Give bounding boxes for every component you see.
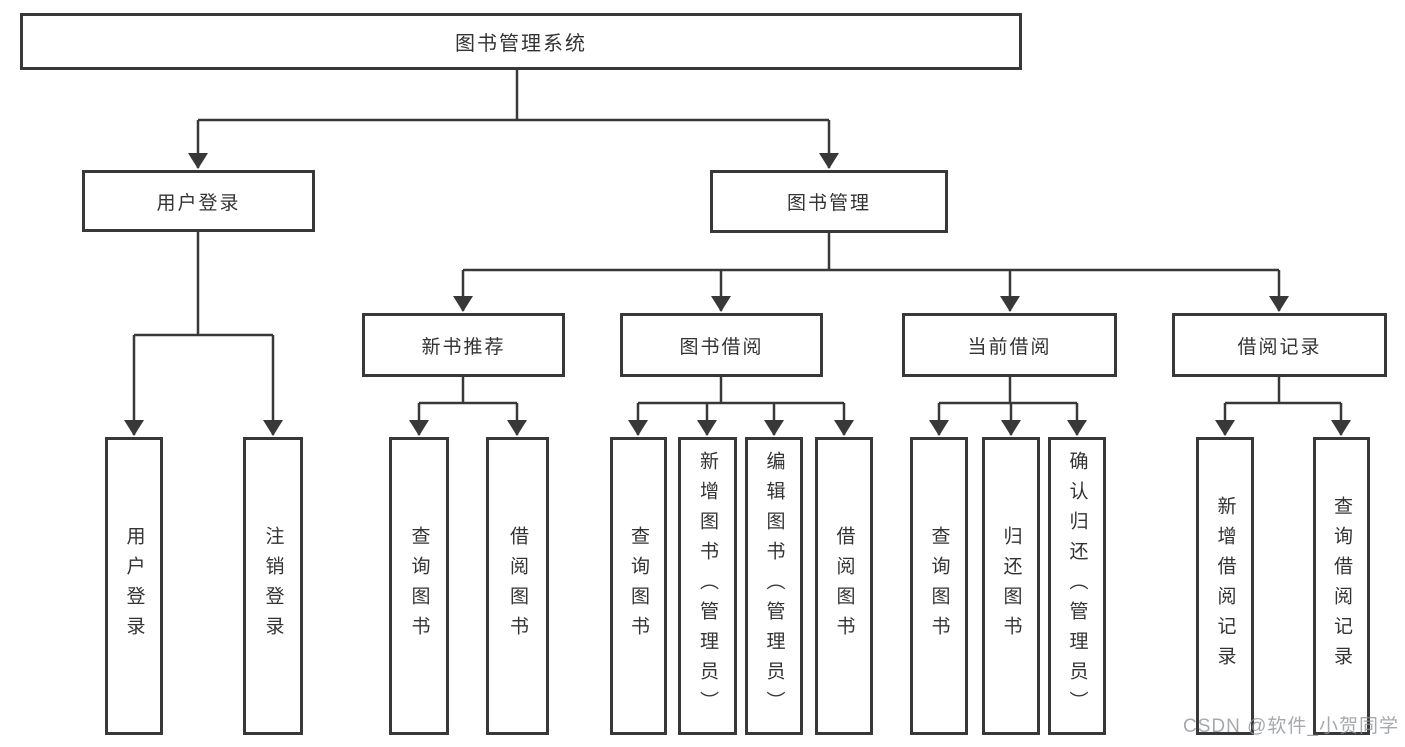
node-leaf-borrow-books: 借阅图书 [815,437,873,735]
node-leaf-borrow-books-recommend: 借阅图书 [486,437,549,735]
leaf-label: 注销登录 [262,526,284,646]
leaf-label: 用户登录 [123,526,145,646]
leaf-label: 查询图书 [408,526,430,646]
leaf-label: 归还图书 [1000,526,1022,646]
leaf-label: 新增图书（管理员） [697,451,718,721]
leaf-label: 查询借阅记录 [1331,496,1352,676]
node-leaf-confirm-return-admin: 确认归还（管理员） [1048,437,1106,735]
connector-root-to-level2 [188,70,839,169]
node-leaf-query-borrow-record: 查询借阅记录 [1313,437,1370,735]
leaf-label: 借阅图书 [833,526,855,646]
node-new-book-recommend: 新书推荐 [362,313,565,377]
leaf-label: 编辑图书（管理员） [763,451,785,721]
node-library-management-system: 图书管理系统 [20,13,1022,70]
node-leaf-logout: 注销登录 [243,437,303,735]
node-leaf-return-books: 归还图书 [982,437,1040,735]
connector-user-login-to-leaves [124,232,283,436]
node-leaf-edit-books-admin: 编辑图书（管理员） [745,437,803,735]
node-book-borrowing: 图书借阅 [620,313,823,377]
node-borrow-records: 借阅记录 [1172,313,1387,377]
connector-borrow-records-to-leaves [1215,377,1351,436]
node-leaf-query-books-current: 查询图书 [910,437,968,735]
node-leaf-add-borrow-record: 新增借阅记录 [1196,437,1254,735]
node-book-management: 图书管理 [710,170,948,233]
node-user-login: 用户登录 [82,170,315,232]
connector-book-borrowing-to-leaves [628,377,854,436]
leaf-label: 查询图书 [928,526,950,646]
leaf-label: 新增借阅记录 [1214,496,1236,676]
node-current-borrowing: 当前借阅 [902,313,1117,377]
node-leaf-add-books-admin: 新增图书（管理员） [678,437,737,735]
leaf-label: 查询图书 [628,526,649,646]
connector-new-book-recommend-to-leaves [409,377,527,436]
node-leaf-user-login: 用户登录 [105,437,163,735]
csdn-watermark: CSDN @软件_小贺同学 [1183,716,1399,737]
leaf-label: 确认归还（管理员） [1066,451,1088,721]
leaf-label: 借阅图书 [507,526,528,646]
node-leaf-query-books-recommend: 查询图书 [389,437,449,735]
connector-current-borrowing-to-leaves [929,377,1087,436]
node-leaf-query-books-borrowing: 查询图书 [610,437,667,735]
connector-book-management-to-level3 [453,233,1289,312]
